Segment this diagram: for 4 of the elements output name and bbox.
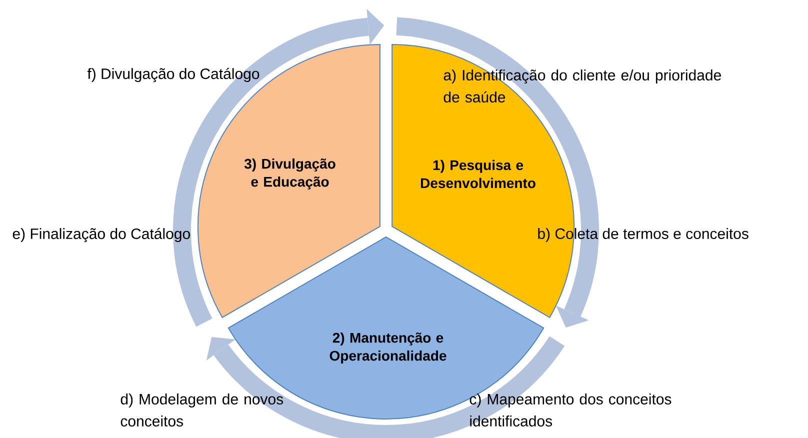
step-label: c) Mapeamento dos conceitos identificados [470,393,672,426]
step-label: f) Divulgação do Catálogo [87,68,260,82]
step-label: e) Finalização do Catálogo [12,228,190,242]
step-label: d) Modelagem de novos conceitos [120,393,284,426]
